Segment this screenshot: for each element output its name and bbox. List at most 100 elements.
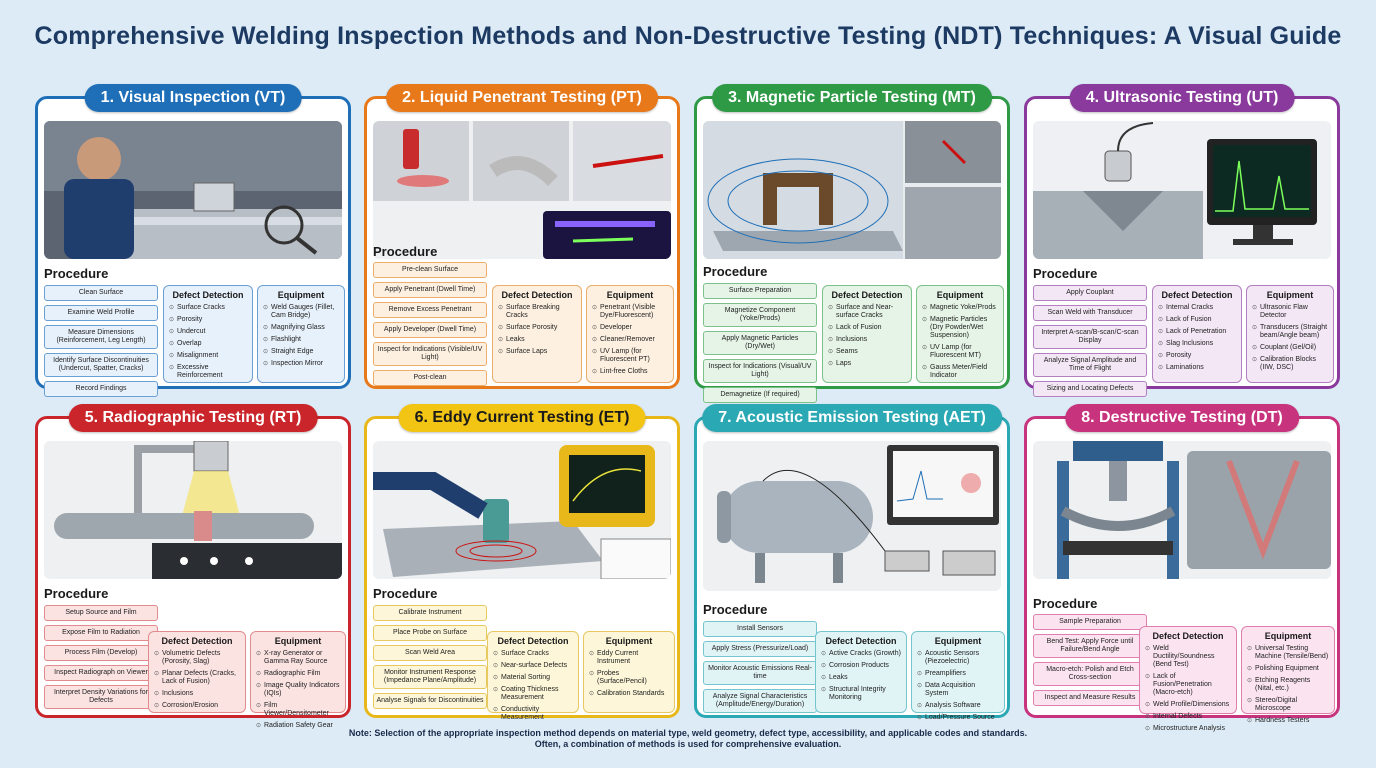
defect-detection-heading: Defect Detection — [161, 636, 233, 646]
defect-item: Lack of Fusion — [828, 324, 906, 332]
defect-item: Planar Defects (Cracks, Lack of Fusion) — [154, 670, 240, 686]
procedure-step: Monitor Acoustic Emissions Real-time — [703, 661, 817, 685]
procedure-heading: Procedure — [703, 602, 768, 617]
equipment-item: Eddy Current Instrument — [589, 650, 669, 666]
defect-item: Excessive Reinforcement — [169, 364, 247, 380]
procedure-step: Remove Excess Penetrant — [373, 302, 487, 318]
defect-item: Surface Laps — [498, 348, 576, 356]
defect-item: Weld Profile/Dimensions — [1145, 701, 1231, 709]
equipment-item: Straight Edge — [263, 348, 339, 356]
procedure-step: Scan Weld Area — [373, 645, 487, 661]
defect-detection-heading: Defect Detection — [1161, 290, 1233, 300]
procedure-steps: Sample Preparation Bend Test: Apply Forc… — [1033, 614, 1147, 710]
procedure-steps: Install Sensors Apply Stress (Pressurize… — [703, 621, 817, 717]
equipment-item: Polishing Equipment — [1247, 665, 1329, 673]
procedure-step: Macro-etch: Polish and Etch Cross-sectio… — [1033, 662, 1147, 686]
equipment-heading: Equipment — [1264, 631, 1312, 641]
defect-item: Active Cracks (Growth) — [821, 650, 901, 658]
equipment-item: Probes (Surface/Pencil) — [589, 670, 669, 686]
procedure-step: Inspect Radiograph on Viewer — [44, 665, 158, 681]
procedure-step: Process Film (Develop) — [44, 645, 158, 661]
eddy-current-illustration — [373, 441, 671, 579]
magnetic-particle-illustration — [703, 121, 1001, 259]
procedure-step: Calibrate Instrument — [373, 605, 487, 621]
procedure-heading: Procedure — [373, 586, 438, 601]
procedure-step: Place Probe on Surface — [373, 625, 487, 641]
equipment-box: Equipment Universal Testing Machine (Ten… — [1241, 626, 1335, 725]
equipment-item: Flashlight — [263, 336, 339, 344]
equipment-box: Equipment Ultrasonic Flaw Detector Trans… — [1246, 285, 1334, 383]
penetrant-illustration — [373, 121, 671, 259]
equipment-box: Equipment Eddy Current Instrument Probes… — [583, 631, 675, 713]
equipment-item: Magnetic Particles (Dry Powder/Wet Suspe… — [922, 316, 998, 340]
defect-detection-box: Defect Detection Surface Breaking Cracks… — [492, 285, 582, 383]
defect-detection-box: Defect Detection Active Cracks (Growth) … — [815, 631, 907, 713]
procedure-step: Interpret Density Variations for Defects — [44, 685, 158, 709]
equipment-item: Gauss Meter/Field Indicator — [922, 364, 998, 380]
defect-item: Surface Breaking Cracks — [498, 304, 576, 320]
acoustic-emission-illustration — [703, 441, 1001, 591]
equipment-item: Data Acquisition System — [917, 682, 999, 698]
defect-item: Internal Defects — [1145, 713, 1231, 721]
equipment-item: Calibration Blocks (IIW, DSC) — [1252, 356, 1328, 372]
procedure-steps: Pre-clean Surface Apply Penetrant (Dwell… — [373, 262, 487, 390]
equipment-item: UV Lamp (for Fluorescent PT) — [592, 348, 668, 364]
visual-inspection-illustration — [44, 121, 342, 259]
defect-detection-heading: Defect Detection — [825, 636, 897, 646]
equipment-heading: Equipment — [277, 290, 325, 300]
equipment-heading: Equipment — [606, 290, 654, 300]
equipment-item: Preamplifiers — [917, 670, 999, 678]
procedure-step: Apply Developer (Dwell Time) — [373, 322, 487, 338]
footnote-line: Note: Selection of the appropriate inspe… — [348, 728, 1028, 738]
equipment-item: Penetrant (Visible Dye/Fluorescent) — [592, 304, 668, 320]
defect-item: Overlap — [169, 340, 247, 348]
defect-detection-heading: Defect Detection — [831, 290, 903, 300]
procedure-step: Inspect and Measure Results — [1033, 690, 1147, 706]
equipment-item: Lint-free Cloths — [592, 368, 668, 376]
procedure-step: Scan Weld with Transducer — [1033, 305, 1147, 321]
equipment-item: Inspection Mirror — [263, 360, 339, 368]
page-title: Comprehensive Welding Inspection Methods… — [34, 22, 1342, 50]
equipment-item: UV Lamp (for Fluorescent MT) — [922, 344, 998, 360]
footnote: Note: Selection of the appropriate inspe… — [0, 728, 1376, 750]
equipment-item: Radiographic Film — [256, 670, 340, 678]
equipment-heading: Equipment — [934, 636, 982, 646]
panel-eddy-current: 6. Eddy Current Testing (ET) Procedure C… — [364, 404, 680, 721]
procedure-step: Inspect for Indications (Visible/UV Ligh… — [373, 342, 487, 366]
procedure-step: Setup Source and Film — [44, 605, 158, 621]
defect-item: Lack of Penetration — [1158, 328, 1236, 336]
procedure-heading: Procedure — [44, 266, 109, 281]
equipment-item: Stereo/Digital Microscope — [1247, 697, 1329, 713]
defect-item: Surface Porosity — [498, 324, 576, 332]
procedure-step: Record Findings — [44, 381, 158, 397]
equipment-item: Ultrasonic Flaw Detector — [1252, 304, 1328, 320]
defect-item: Material Sorting — [493, 674, 573, 682]
procedure-step: Install Sensors — [703, 621, 817, 637]
procedure-step: Analyse Signals for Discontinuities — [373, 693, 487, 709]
equipment-heading: Equipment — [1266, 290, 1314, 300]
defect-item: Surface Cracks — [493, 650, 573, 658]
defect-detection-heading: Defect Detection — [501, 290, 573, 300]
defect-item: Undercut — [169, 328, 247, 336]
equipment-item: Universal Testing Machine (Tensile/Bend) — [1247, 645, 1329, 661]
defect-item: Microstructure Analysis — [1145, 725, 1231, 733]
panel-title: 7. Acoustic Emission Testing (AET) — [702, 404, 1002, 432]
defect-item: Volumetric Defects (Porosity, Slag) — [154, 650, 240, 666]
procedure-heading: Procedure — [1033, 596, 1098, 611]
equipment-heading: Equipment — [936, 290, 984, 300]
defect-item: Slag Inclusions — [1158, 340, 1236, 348]
panel-magnetic-particle: 3. Magnetic Particle Testing (MT) Proced… — [694, 84, 1010, 403]
panel-title: 2. Liquid Penetrant Testing (PT) — [386, 84, 658, 112]
procedure-step: Clean Surface — [44, 285, 158, 301]
procedure-step: Expose Film to Radiation — [44, 625, 158, 641]
panel-title: 3. Magnetic Particle Testing (MT) — [712, 84, 992, 112]
procedure-step: Monitor Instrument Response (Impedance P… — [373, 665, 487, 689]
procedure-step: Apply Penetrant (Dwell Time) — [373, 282, 487, 298]
procedure-step: Examine Weld Profile — [44, 305, 158, 321]
defect-item: Misalignment — [169, 352, 247, 360]
defect-item: Internal Cracks — [1158, 304, 1236, 312]
panel-radiographic: 5. Radiographic Testing (RT) Procedure S… — [35, 404, 351, 730]
panel-visual-inspection: 1. Visual Inspection (VT) Procedure Clea… — [35, 84, 351, 397]
procedure-step: Measure Dimensions (Reinforcement, Leg L… — [44, 325, 158, 349]
defect-item: Laps — [828, 360, 906, 368]
